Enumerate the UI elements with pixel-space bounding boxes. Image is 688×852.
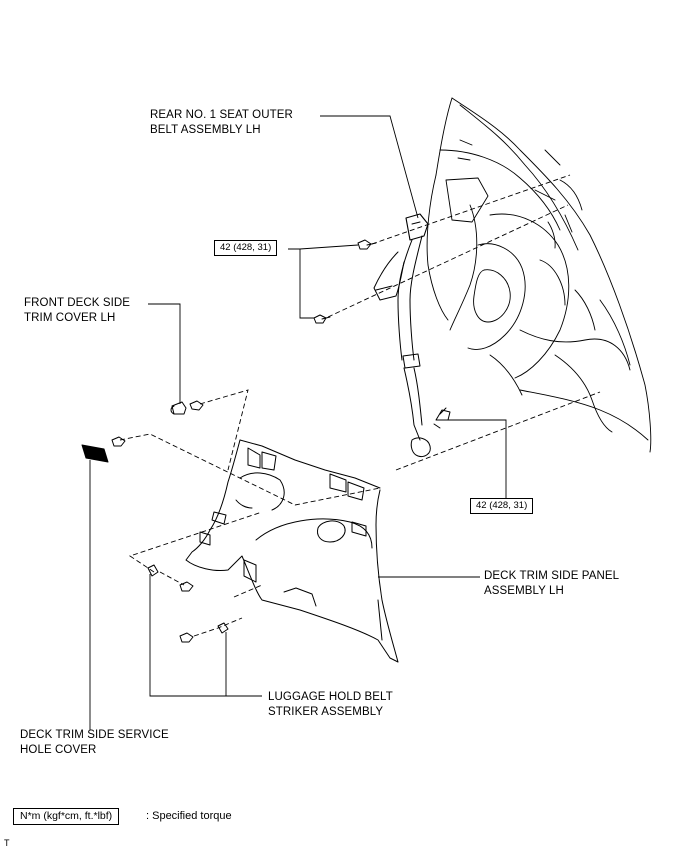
label-luggage-line1: LUGGAGE HOLD BELT <box>268 691 393 703</box>
luggage-hold-belt-striker-lower <box>217 622 229 634</box>
label-front-deck-line2: TRIM COVER LH <box>24 312 116 324</box>
luggage-striker-lower-bolt <box>179 632 194 643</box>
torque-box-upper: 42 (428, 31) <box>214 240 278 256</box>
front-deck-side-trim-cover <box>170 401 187 415</box>
luggage-hold-belt-striker-upper <box>147 564 159 577</box>
label-service-cover-line2: HOLE COVER <box>20 744 97 756</box>
deck-trim-side-panel <box>185 439 399 663</box>
label-seat-belt-line1: REAR NO. 1 SEAT OUTER <box>150 109 293 121</box>
leader-lines <box>89 115 507 730</box>
vehicle-body-outline <box>426 97 652 453</box>
label-service-cover-line1: DECK TRIM SIDE SERVICE <box>20 729 169 741</box>
label-luggage-line2: STRIKER ASSEMBLY <box>268 706 384 718</box>
seatbelt-middle-bolt <box>313 314 331 324</box>
front-deck-clip <box>189 400 204 411</box>
figure-code: T <box>4 838 10 848</box>
seatbelt-anchor-bolt <box>433 407 451 429</box>
torque-box-lower: 42 (428, 31) <box>470 498 534 514</box>
label-deck-panel-line1: DECK TRIM SIDE PANEL <box>484 570 620 582</box>
seat-belt-assembly <box>373 213 431 457</box>
assembly-dashed-lines <box>119 174 601 637</box>
luggage-striker-upper-bolt <box>179 581 194 592</box>
seatbelt-upper-bolt <box>357 239 377 250</box>
label-seat-belt-line2: BELT ASSEMBLY LH <box>150 124 261 136</box>
legend-torque-unit-box: N*m (kgf*cm, ft.*lbf) <box>13 808 120 825</box>
legend-description: : Specified torque <box>146 810 232 822</box>
service-cover-clip <box>111 436 126 447</box>
deck-trim-side-service-hole-cover <box>81 444 109 463</box>
label-front-deck-line1: FRONT DECK SIDE <box>24 297 131 309</box>
label-deck-panel-line2: ASSEMBLY LH <box>484 585 564 597</box>
